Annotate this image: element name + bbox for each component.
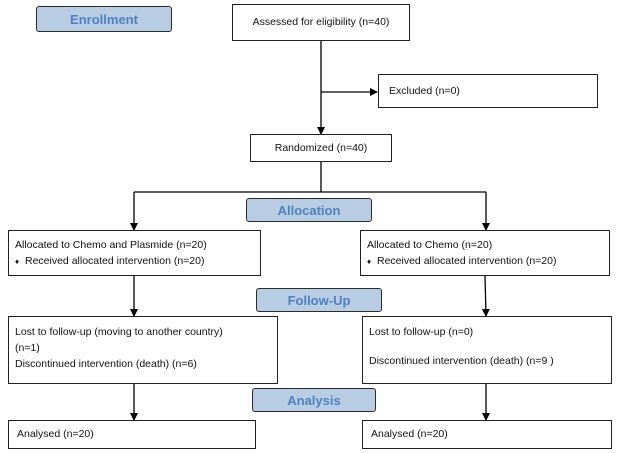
left-allocation-box: Allocated to Chemo and Plasmide (n=20) ♦… — [8, 230, 261, 276]
randomized-text: Randomized (n=40) — [274, 141, 368, 154]
right-analysed-text: Analysed (n=20) — [371, 428, 448, 440]
eligibility-text: Assessed for eligibility (n=40) — [252, 16, 390, 28]
stage-analysis: Analysis — [252, 388, 376, 412]
diamond-bullet-icon: ♦ — [15, 257, 20, 266]
left-lost-count-text: (n=1) — [15, 342, 40, 354]
right-analysis-box: Analysed (n=20) — [362, 420, 612, 449]
excluded-text: Excluded (n=0) — [389, 84, 460, 97]
right-received-text: Received allocated intervention (n=20) — [377, 255, 557, 267]
stage-enrollment: Enrollment — [36, 6, 172, 32]
left-lost-text: Lost to follow-up (moving to another cou… — [15, 326, 223, 338]
stage-follow-up: Follow-Up — [256, 288, 382, 312]
left-discontinued-text: Discontinued intervention (death) (n=6) — [15, 358, 197, 370]
right-followup-box: Lost to follow-up (n=0) Discontinued int… — [362, 316, 612, 384]
right-allocation-box: Allocated to Chemo (n=20) ♦ Received allo… — [360, 230, 610, 276]
stage-allocation: Allocation — [246, 198, 372, 222]
diamond-bullet-icon: ♦ — [367, 257, 372, 266]
excluded-box: Excluded (n=0) — [378, 74, 598, 108]
left-allocated-text: Allocated to Chemo and Plasmide (n=20) — [15, 239, 207, 251]
right-allocated-text: Allocated to Chemo (n=20) — [367, 239, 493, 251]
eligibility-box: Assessed for eligibility (n=40) — [232, 4, 410, 41]
left-analysed-text: Analysed (n=20) — [17, 428, 94, 440]
left-received-text: Received allocated intervention (n=20) — [25, 255, 205, 267]
right-discontinued-text: Discontinued intervention (death) (n=9 ) — [369, 355, 554, 367]
connector-right-followup — [481, 275, 490, 317]
randomized-box: Randomized (n=40) — [250, 134, 392, 162]
left-followup-box: Lost to follow-up (moving to another cou… — [8, 316, 278, 384]
left-analysis-box: Analysed (n=20) — [8, 420, 256, 449]
right-lost-text: Lost to follow-up (n=0) — [369, 326, 474, 338]
